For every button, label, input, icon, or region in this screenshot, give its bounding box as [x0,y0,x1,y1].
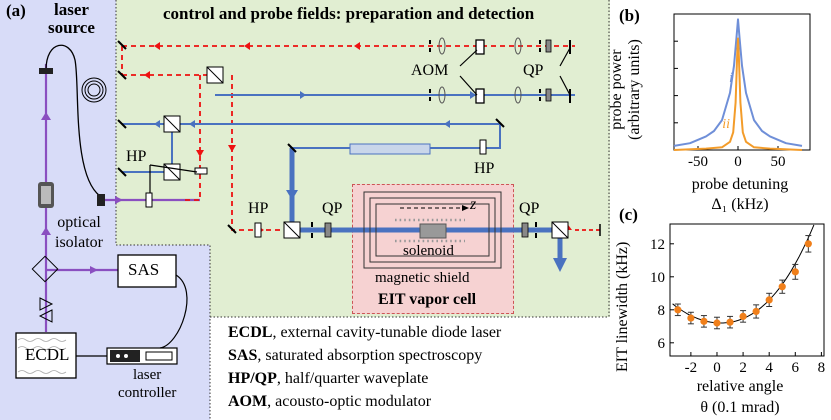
optical-isolator-label: optical isolator [55,213,103,253]
panel-c-xlabel-line-1: relative angle [696,378,784,395]
hp-label-left: HP [126,148,147,165]
legend-abbr: HP/QP [228,370,277,387]
laser-controller-line-2: controller [118,385,177,401]
data-point [752,307,760,316]
data-point [726,318,734,326]
data-point [804,240,812,248]
z-axis-label: z [470,196,477,213]
series-label-ii: ii [722,117,730,132]
series-line-ii [673,37,803,151]
optical-isolator-line-2: isolator [55,234,103,251]
data-point [674,306,682,314]
panel-c-label: (c) [619,205,638,224]
eit-linewidth-chart: -2 0 2 4 6 8 6 8 10 12 [650,223,826,376]
laser-source-label: laser source [48,1,95,37]
data-point [700,317,708,325]
panel-b-ylabel: probe power (arbitrary units) [608,39,644,140]
x-tick-label: 8 [818,360,826,376]
panel-c-xlabel-line-2: θ (0.1 mrad) [700,399,780,416]
control-probe-title: control and probe fields: preparation an… [163,4,535,23]
aom-label: AOM [411,62,449,79]
hp-label-lower: HP [248,200,269,217]
laser-controller-line-1: laser [132,367,162,383]
legend-text: , half/quarter waveplate [276,370,429,387]
panel-b-label: (b) [619,6,640,25]
x-tick-label: -2 [685,360,698,376]
legend-item: ECDL, external cavity-tunable diode lase… [228,324,501,342]
qp-label-left: QP [322,200,343,217]
data-point [778,283,786,291]
y-tick-label: 8 [658,303,666,319]
legend-abbr: ECDL [228,324,273,341]
data-point [739,312,747,320]
data-point [687,314,695,322]
x-tick-label: -50 [688,154,708,170]
legend-abbr: AOM [228,393,268,410]
qp-label-top: QP [523,62,544,79]
data-point [791,268,799,276]
x-tick-label: 4 [765,360,773,376]
y-tick-label: 12 [650,237,665,253]
x-tick-label: 0 [713,360,721,376]
legend-text: , acousto-optic modulator [267,393,432,410]
magnetic-shield-panel [352,184,514,314]
legend-item: SAS, saturated absorption spectroscopy [228,347,482,365]
laser-source-line-2: source [48,18,95,37]
legend-item: AOM, acousto-optic modulator [228,393,431,411]
panel-c-xlabel: relative angle θ (0.1 mrad) [670,376,810,418]
series-line-i [673,18,803,147]
legend-text: , external cavity-tunable diode laser [272,324,502,341]
x-tick-label: 50 [771,154,786,170]
eit-vapor-cell-label: EIT vapor cell [378,291,477,308]
qp-label-right: QP [519,200,540,217]
solenoid-label: solenoid [403,243,454,259]
panel-a-label: (a) [6,1,26,20]
x-tick-label: 2 [739,360,747,376]
optical-isolator-line-1: optical [57,214,101,231]
plot-frame [669,223,825,357]
ecdl-label: ECDL [25,345,70,364]
panel-b-ylabel-line-2: (arbitrary units) [626,39,643,140]
apparatus-diagram [15,0,610,420]
magnetic-shield-label: magnetic shield [375,270,470,286]
panel-b-ylabel-line-1: probe power [608,49,625,130]
hp-label-right: HP [474,160,495,177]
x-tick-label: 6 [792,360,800,376]
legend-abbr: SAS [228,347,258,364]
data-point [765,296,773,304]
x-tick-label: 0 [734,154,742,170]
panel-b-xlabel-line-2: Δ₁ (kHz) [711,196,769,213]
legend-text: , saturated absorption spectroscopy [257,347,483,364]
y-tick-label: 10 [650,270,665,286]
legend-item: HP/QP, half/quarter waveplate [228,370,428,388]
y-tick-label: 6 [658,336,666,352]
panel-b-xlabel: probe detuning Δ₁ (kHz) [680,175,800,215]
laser-source-line-1: laser [53,0,89,19]
panel-b-xlabel-line-1: probe detuning [691,176,789,193]
panel-c-ylabel: EIT linewidth (kHz) [614,241,631,372]
data-point [713,319,721,327]
sas-label: SAS [128,260,160,279]
laser-controller-label: laser controller [118,366,176,402]
plot-frame [673,13,811,151]
series-label-i: i [729,70,733,86]
